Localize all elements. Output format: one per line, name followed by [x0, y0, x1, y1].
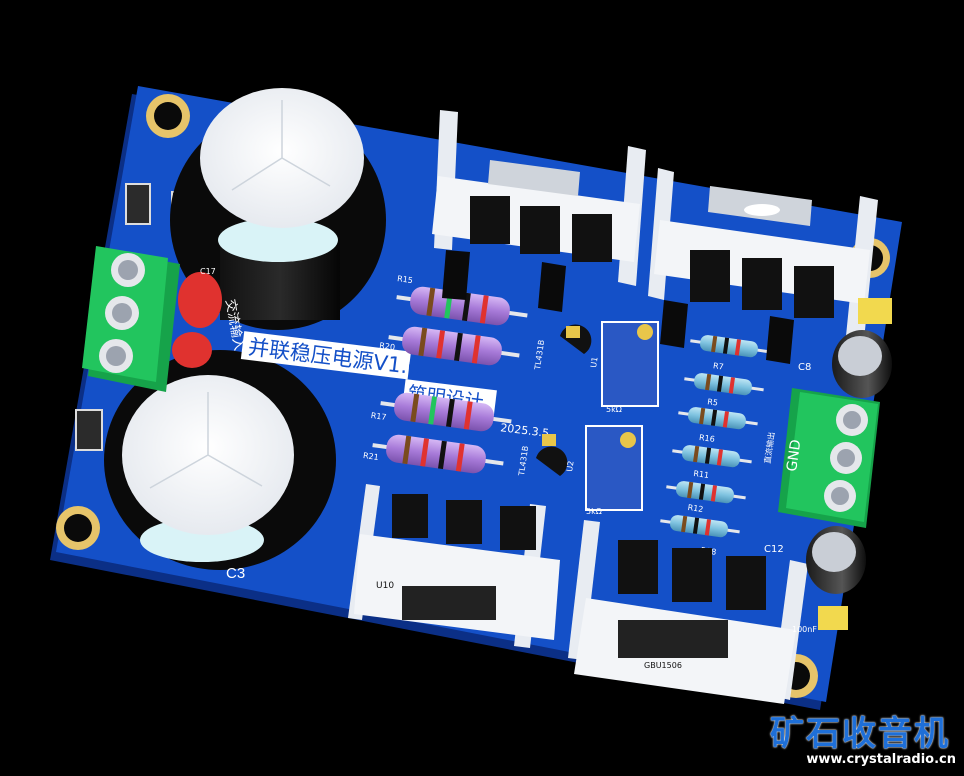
red-film-capacitors: C17 — [172, 267, 222, 368]
trimpot-bottom: 5kΩ — [585, 425, 643, 516]
resistor-r17: R17 — [370, 392, 512, 432]
resistor-r20: R20 — [379, 326, 520, 366]
tl431-u1-label: TL431B — [533, 339, 546, 371]
yellow-film-caps: 100nF — [792, 298, 892, 634]
mounting-hole — [146, 94, 190, 138]
u2-label: U2 — [565, 460, 575, 472]
resistor-r11-label: R11 — [693, 469, 710, 480]
resistor-r5-label: R5 — [707, 397, 719, 407]
resistor-r16-label: R16 — [699, 433, 716, 444]
resistor-r7-label: R7 — [712, 361, 724, 371]
resistor-r16: R16 — [678, 407, 758, 444]
cap-c12-label: C12 — [764, 544, 784, 555]
dc-output-label: 直流输出 — [762, 431, 776, 464]
big-capacitor-top — [170, 88, 386, 330]
resistor-r12: R12 — [666, 481, 746, 514]
heatsink-top-left — [432, 110, 646, 312]
resistor-r7: R7 — [690, 335, 770, 372]
resistor-r20-label: R20 — [379, 341, 396, 352]
heatsink-bottom-left: U10 — [348, 484, 560, 648]
output-terminal-block: GND 直流输出 — [762, 388, 880, 528]
tl431-u1: TL431B U1 — [533, 324, 600, 371]
cap-c17-label: C17 — [200, 267, 216, 276]
big-capacitor-c3: C3 — [104, 350, 336, 582]
heatsink-bottom-right: GBU1506 — [568, 520, 808, 704]
resistor-r21: R21 — [362, 434, 504, 474]
gnd-label: GND — [784, 439, 804, 473]
trimpot-top: 5kΩ — [601, 321, 659, 414]
power-resistors: R15 R20 R17 R21 — [362, 274, 528, 474]
trimpot-top-label: 5kΩ — [606, 405, 622, 414]
tl431-u2: TL431B U2 — [517, 434, 576, 477]
cap-100nf-label: 100nF — [792, 625, 817, 634]
cap-c3-label: C3 — [226, 565, 245, 582]
resistor-r12-label: R12 — [687, 503, 704, 514]
output-cap-c12: C12 — [764, 526, 866, 594]
output-cap-c8: C8 — [798, 330, 892, 398]
watermark-title: 矿石收音机 — [770, 714, 950, 754]
board-date: 2025.3.5 — [500, 421, 550, 440]
bridge-label: GBU1506 — [644, 661, 682, 670]
input-terminal-block — [82, 246, 180, 392]
resistor-r17-label: R17 — [370, 411, 387, 422]
u1-label: U1 — [589, 356, 599, 368]
resistor-r21-label: R21 — [362, 451, 379, 462]
small-resistors: R7 R5 R16 R11 R12 — [660, 335, 770, 557]
trimpot-bottom-label: 5kΩ — [586, 507, 602, 516]
tl431-u2-label: TL431B — [517, 445, 530, 477]
watermark-url: www.crystalradio.cn — [806, 752, 956, 767]
resistor-r15: R15 — [396, 274, 528, 326]
cap-c8-label: C8 — [798, 362, 811, 373]
mounting-hole — [56, 506, 100, 550]
heatsink-top-right — [648, 168, 878, 364]
resistor-r15-label: R15 — [397, 274, 414, 285]
resistor-r11: R11 — [672, 445, 752, 480]
u10-label: U10 — [376, 581, 394, 591]
resistor-r5: R5 — [684, 373, 764, 408]
